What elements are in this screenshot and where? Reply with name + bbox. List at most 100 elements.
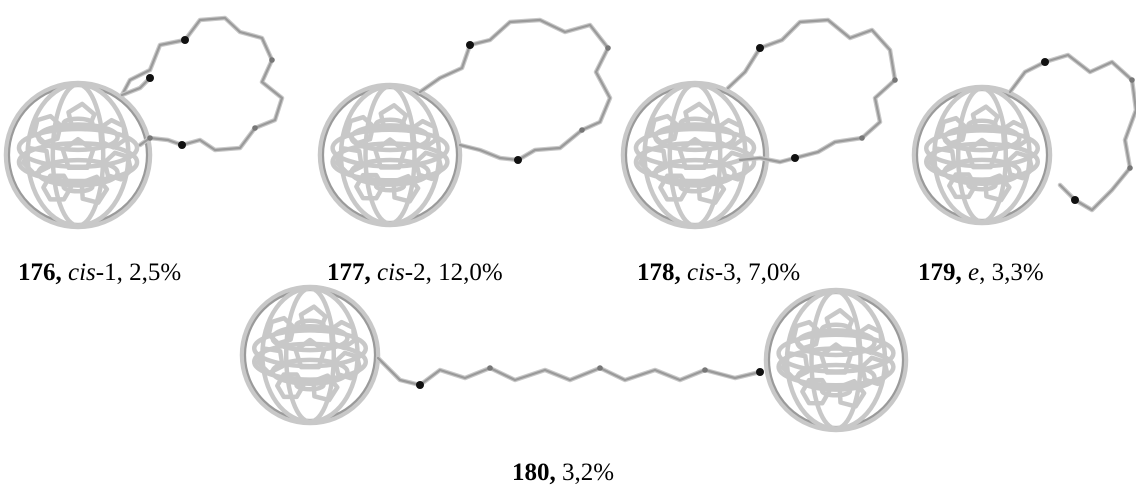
ring-face: [791, 319, 822, 351]
oxygen-atom: [859, 135, 865, 141]
yield-value: 12,0%: [438, 259, 503, 286]
ring-face: [970, 104, 1000, 133]
fullerene-179: [911, 84, 1053, 226]
ring-face: [855, 323, 884, 355]
caption-178: 178, cis-3, 7,0%: [637, 259, 801, 286]
nitrogen-atom: [178, 141, 186, 149]
ring-face: [79, 174, 110, 205]
ring-face: [1000, 119, 1029, 151]
oxygen-atom: [597, 365, 603, 371]
caption-180: 180, 3,2%: [512, 459, 615, 486]
ring-face: [298, 304, 328, 333]
macrocycle-176: [119, 15, 285, 153]
compound-number: 177: [327, 259, 365, 286]
oxygen-atom: [487, 365, 493, 371]
oxygen-atom: [579, 127, 585, 133]
ring-face: [391, 173, 421, 204]
nitrogen-atom: [416, 381, 424, 389]
isomer-label: e: [968, 259, 980, 286]
fullerene-176: [3, 80, 153, 230]
ring-face: [859, 355, 890, 387]
oxygen-atom: [702, 367, 708, 373]
fullerene-180-right: [763, 287, 909, 433]
ring-face: [102, 150, 134, 182]
fullerene-177: [317, 82, 463, 228]
ring-face: [780, 351, 810, 381]
ring-face: [824, 308, 855, 338]
ring-face: [696, 174, 727, 205]
macrocycle-178: [725, 17, 898, 165]
caption-179: 179, e, 3,3%: [918, 259, 1044, 286]
ring-face: [837, 378, 867, 409]
isomer-label: cis: [377, 259, 405, 286]
isomer-label: cis: [68, 259, 96, 286]
yield-value: 7,0%: [748, 259, 801, 286]
compound-number: 178: [637, 259, 675, 286]
oxygen-atom: [269, 57, 275, 63]
ring-face: [1005, 150, 1035, 181]
dumbbell-linker-180: [375, 355, 764, 389]
ring-face: [714, 117, 745, 150]
caption-177: 177, cis-2, 12,0%: [327, 259, 503, 286]
macrocycle-179: [1007, 52, 1136, 213]
nitrogen-atom: [466, 41, 474, 49]
oxygen-atom: [147, 135, 153, 141]
oxygen-atom: [1127, 165, 1133, 171]
macrocycle-177: [417, 17, 613, 164]
ring-face: [637, 146, 669, 177]
ring-face: [354, 172, 386, 201]
ring-face: [649, 113, 680, 145]
nitrogen-atom: [1071, 196, 1079, 204]
oxygen-atom: [892, 77, 898, 83]
nitrogen-atom: [791, 154, 799, 162]
ring-face: [409, 118, 438, 150]
nitrogen-atom: [756, 368, 764, 376]
ring-face: [983, 173, 1012, 203]
ring-face: [20, 146, 52, 177]
ring-face: [333, 350, 363, 381]
ring-face: [345, 114, 376, 146]
ring-face: [66, 101, 97, 132]
ring-face: [938, 115, 968, 146]
yield-value: 3,3%: [991, 259, 1044, 286]
ring-face: [255, 346, 285, 376]
ring-face: [334, 146, 364, 176]
bridge-176: [119, 74, 154, 98]
ring-face: [60, 136, 96, 171]
ring-face: [266, 315, 296, 346]
ring-face: [683, 101, 714, 132]
ring-face: [819, 342, 853, 375]
fullerene-180-left: [239, 284, 381, 426]
ring-face: [677, 136, 713, 171]
nitrogen-atom: [146, 74, 154, 82]
ring-face: [658, 173, 691, 202]
ring-face: [965, 137, 999, 170]
oxygen-atom: [1129, 77, 1135, 83]
ring-face: [275, 372, 306, 400]
oxygen-atom: [252, 125, 258, 131]
compound-number: 176: [18, 259, 56, 286]
compound-number: 179: [918, 259, 956, 286]
caption-176: 176, cis-1, 2,5%: [18, 259, 182, 286]
ring-face: [373, 137, 407, 170]
nitrogen-atom: [1041, 58, 1049, 66]
ring-face: [719, 150, 751, 182]
yield-value: 3,2%: [562, 459, 615, 486]
ring-face: [947, 172, 978, 200]
nitrogen-atom: [514, 156, 522, 164]
ring-face: [97, 117, 128, 150]
ring-face: [413, 150, 444, 182]
nitrogen-atom: [756, 44, 764, 52]
nitrogen-atom: [181, 36, 189, 44]
ring-face: [800, 377, 832, 406]
ring-face: [328, 319, 357, 351]
ring-face: [378, 103, 409, 133]
isomer-label: cis: [687, 259, 715, 286]
compound-number: 180: [512, 459, 550, 486]
fullerene-178: [620, 80, 770, 230]
ring-face: [927, 146, 957, 176]
ring-face: [293, 337, 327, 370]
yield-value: 2,5%: [129, 259, 182, 286]
oxygen-atom: [605, 45, 611, 51]
